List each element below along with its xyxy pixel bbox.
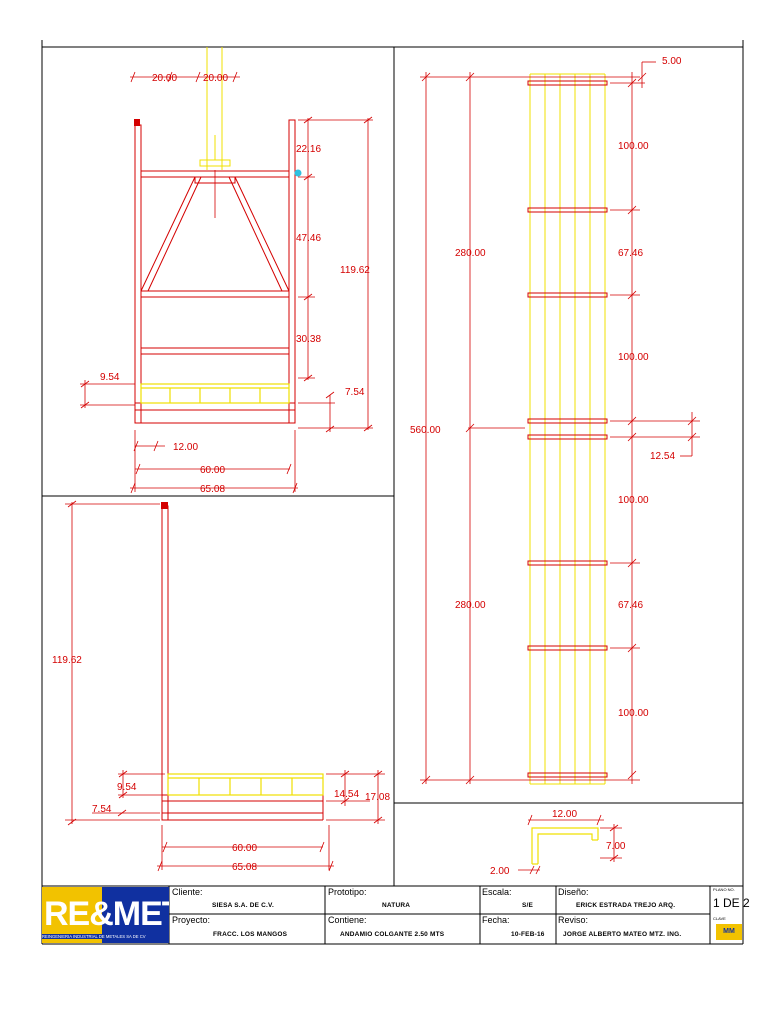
dim-profile-0: 12.00 bbox=[552, 809, 577, 820]
prototipo-label: Prototipo: bbox=[328, 887, 367, 897]
dim-side-0: 119.62 bbox=[52, 655, 82, 666]
dim-front-3: 47.46 bbox=[296, 233, 321, 244]
dim-long-5: 560.00 bbox=[410, 425, 441, 436]
sheet-frame bbox=[41, 40, 744, 945]
dim-side-4: 17.08 bbox=[365, 792, 390, 803]
dim-long-6: 12.54 bbox=[650, 451, 675, 462]
diseno-value: ERICK ESTRADA TREJO ARQ. bbox=[576, 902, 676, 909]
long-view: 5.00 100.00 280.00 67.46 100.00 560.00 1… bbox=[410, 56, 700, 785]
cliente-value: SIESA S.A. DE C.V. bbox=[212, 902, 274, 909]
fecha-label: Fecha: bbox=[482, 915, 510, 925]
contiene-value: ANDAMIO COLGANTE 2.50 MTS bbox=[340, 931, 445, 938]
proyecto-value: FRACC. LOS MANGOS bbox=[213, 931, 288, 938]
dim-side-2: 7.54 bbox=[92, 804, 112, 815]
fecha-value: 10-FEB-16 bbox=[511, 931, 545, 938]
escala-label: Escala: bbox=[482, 887, 512, 897]
diseno-label: Diseño: bbox=[558, 887, 589, 897]
dim-long-7: 100.00 bbox=[618, 495, 649, 506]
reviso-value: JORGE ALBERTO MATEO MTZ. ING. bbox=[563, 931, 682, 938]
dim-front-1: 20.00 bbox=[203, 73, 228, 84]
dim-front-8: 12.00 bbox=[173, 442, 198, 453]
escala-value: S/E bbox=[522, 902, 534, 909]
dim-profile-2: 2.00 bbox=[490, 866, 510, 877]
cliente-label: Cliente: bbox=[172, 887, 203, 897]
mm-logo-badge: MM bbox=[716, 924, 742, 940]
proyecto-label: Proyecto: bbox=[172, 915, 211, 925]
dim-profile-1: 7.00 bbox=[606, 841, 626, 852]
plano-value: 1 DE 2 bbox=[713, 896, 750, 910]
profile-view: 12.00 7.00 2.00 bbox=[490, 809, 626, 877]
side-view: 119.62 9.54 7.54 14.54 17.08 60.00 65.08 bbox=[52, 500, 390, 873]
dim-long-8: 280.00 bbox=[455, 600, 486, 611]
dim-front-7: 7.54 bbox=[345, 387, 365, 398]
dim-front-10: 65.08 bbox=[200, 484, 225, 495]
prototipo-value: NATURA bbox=[382, 902, 411, 909]
plano-label: PLANO NO. bbox=[713, 887, 735, 892]
dim-front-0: 20.00 bbox=[152, 73, 177, 84]
company-logo: RE&METAL REINGENIERIA INDUSTRIAL DE META… bbox=[42, 887, 169, 943]
dim-side-5: 60.00 bbox=[232, 843, 257, 854]
dim-long-1: 100.00 bbox=[618, 141, 649, 152]
dim-front-6: 9.54 bbox=[100, 372, 120, 383]
dim-front-5: 30.38 bbox=[296, 334, 321, 345]
dim-side-3: 14.54 bbox=[334, 789, 359, 800]
dim-long-10: 100.00 bbox=[618, 708, 649, 719]
dim-front-2: 22.16 bbox=[296, 144, 321, 155]
reviso-label: Reviso: bbox=[558, 915, 589, 925]
logo-text: RE&METAL bbox=[44, 895, 169, 933]
dim-side-6: 65.08 bbox=[232, 862, 257, 873]
logo-subtitle: REINGENIERIA INDUSTRIAL DE METALES SA DE… bbox=[42, 934, 169, 939]
dim-front-9: 60.00 bbox=[200, 465, 225, 476]
dim-front-4: 119.62 bbox=[340, 265, 370, 276]
front-view: 20.00 20.00 22.16 47.46 119.62 30.38 9.5… bbox=[80, 47, 373, 495]
dim-long-2: 280.00 bbox=[455, 248, 486, 259]
clave-label: CLAVE bbox=[713, 916, 726, 921]
dim-long-0: 5.00 bbox=[662, 56, 682, 67]
dim-side-1: 9.54 bbox=[117, 782, 137, 793]
dim-long-4: 100.00 bbox=[618, 352, 649, 363]
dim-long-3: 67.46 bbox=[618, 248, 643, 259]
contiene-label: Contiene: bbox=[328, 915, 367, 925]
dim-long-9: 67.46 bbox=[618, 600, 643, 611]
